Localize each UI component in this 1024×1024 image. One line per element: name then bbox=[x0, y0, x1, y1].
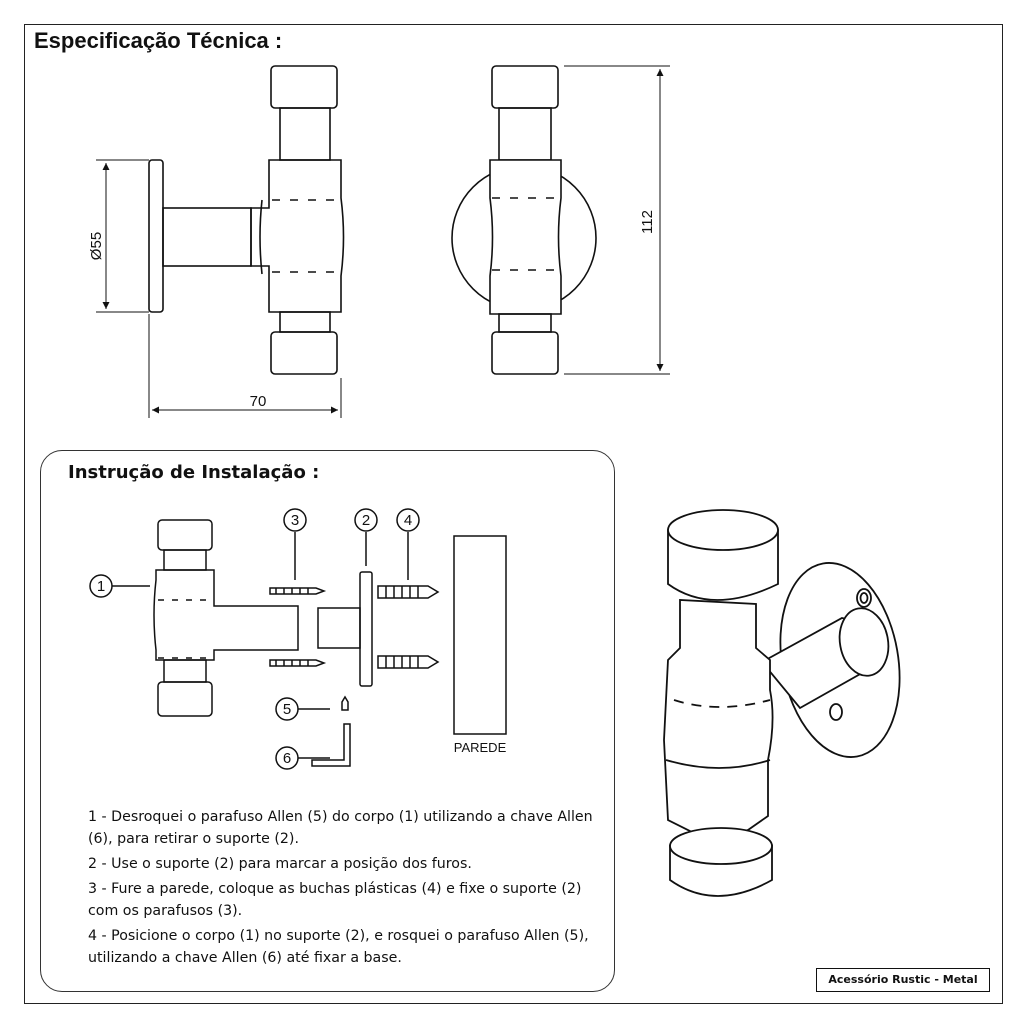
callout-4: 4 bbox=[404, 512, 412, 529]
callout-2: 2 bbox=[362, 512, 370, 529]
wall-plug-bottom bbox=[377, 655, 440, 669]
page-title: Especificação Técnica : bbox=[34, 28, 283, 53]
product-tag: Acessório Rustic - Metal bbox=[816, 968, 990, 992]
screw-top bbox=[269, 587, 327, 595]
callout-3: 3 bbox=[291, 512, 299, 529]
depth-dimension: 70 bbox=[250, 393, 267, 410]
wall-label: PAREDE bbox=[454, 740, 507, 755]
diameter-label: Ø55 bbox=[88, 232, 105, 260]
support-plate bbox=[359, 571, 373, 687]
allen-screw bbox=[341, 695, 349, 711]
callout-5: 5 bbox=[283, 701, 291, 718]
wall-block bbox=[453, 535, 507, 735]
exploded-view bbox=[112, 519, 507, 767]
side-view-drawing bbox=[148, 65, 345, 375]
callout-1: 1 bbox=[97, 578, 105, 595]
callout-circles bbox=[89, 508, 420, 770]
front-view-drawing bbox=[451, 65, 597, 375]
height-dimension: 112 bbox=[639, 210, 656, 234]
allen-key bbox=[311, 723, 351, 767]
step-2: 2 - Use o suporte (2) para marcar a posi… bbox=[88, 856, 472, 872]
body-cap-bottom bbox=[157, 681, 213, 717]
dimension-lines bbox=[96, 65, 670, 418]
callout-6: 6 bbox=[283, 750, 291, 767]
installation-panel bbox=[40, 450, 615, 992]
installation-steps: 1 - Desroquei o parafuso Allen (5) do co… bbox=[88, 806, 608, 972]
diameter-value: 55 bbox=[88, 232, 105, 249]
step-1: 1 - Desroquei o parafuso Allen (5) do co… bbox=[88, 809, 593, 847]
installation-title: Instrução de Instalação : bbox=[68, 462, 320, 483]
step-4: 4 - Posicione o corpo (1) no suporte (2)… bbox=[88, 928, 589, 966]
isometric-product-illustration bbox=[663, 509, 901, 897]
screw-bottom bbox=[269, 659, 327, 667]
step-3: 3 - Fure a parede, coloque as buchas plá… bbox=[88, 881, 582, 919]
wall-plug-top bbox=[377, 585, 440, 599]
